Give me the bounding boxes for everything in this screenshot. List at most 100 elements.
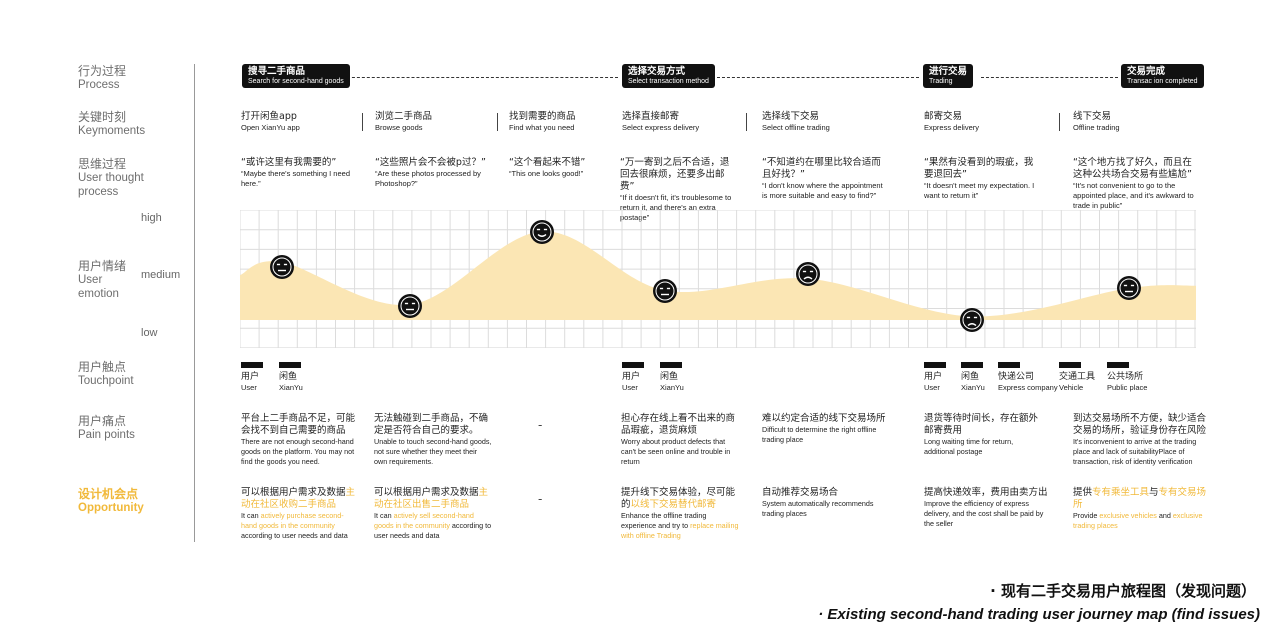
pain-zh: 难以约定合适的线下交易场所 xyxy=(762,413,886,424)
touchpoint-en: XianYu xyxy=(279,383,303,392)
row-label-en: process xyxy=(78,186,119,198)
touchpoint-bar xyxy=(1107,362,1129,368)
face-circle xyxy=(960,308,984,332)
face-mouth xyxy=(967,323,977,327)
thought-en: “I don't know where the appointment is m… xyxy=(762,181,883,200)
pain-point: 无法触碰到二手商品，不确定是否符合自己的要求。Unable to touch s… xyxy=(374,413,492,467)
touchpoint-en: Public place xyxy=(1107,383,1148,392)
opp-text: Enhance the offline trading experience a… xyxy=(621,511,707,530)
touchpoint-en: Express company xyxy=(998,383,1058,392)
thought-en: “It's not convenient to go to the appoin… xyxy=(1073,181,1194,210)
caption-zh: · 现有二手交易用户旅程图（发现问题） xyxy=(990,582,1256,600)
stage-connector xyxy=(981,77,1118,78)
user-thought: “万一寄到之后不合适，退回去很麻烦，还要多出邮费”“If it doesn't … xyxy=(620,157,738,223)
chart-grid xyxy=(240,210,1196,348)
keymoment-en: Select offline trading xyxy=(762,123,830,132)
face-ring xyxy=(962,310,982,330)
emotion-face-icon xyxy=(398,294,422,318)
column-separator xyxy=(1059,113,1060,131)
user-thought: “不知道约在哪里比较合适而且好找？”“I don't know where th… xyxy=(762,157,886,201)
touchpoint-en: User xyxy=(241,383,257,392)
touchpoint-bar xyxy=(279,362,301,368)
thought-zh: “不知道约在哪里比较合适而且好找？” xyxy=(762,157,881,180)
emotion-level-low: low xyxy=(141,327,158,339)
pain-zh: 无法触碰到二手商品，不确定是否符合自己的要求。 xyxy=(374,413,489,436)
face-circle xyxy=(398,294,422,318)
opp-text: and xyxy=(1156,511,1173,520)
keymoment-en: Offline trading xyxy=(1073,123,1120,132)
emotion-level-medium: medium xyxy=(141,269,181,281)
opp-highlight: 主动在社区出售二手商品 xyxy=(374,487,489,510)
opp-text: 自动推荐交易场合 xyxy=(762,487,839,498)
opp-text: 提供 xyxy=(1073,487,1093,498)
stage-title-zh: 搜寻二手商品 xyxy=(248,66,306,77)
opportunity: 可以根据用户需求及数据主动在社区收购二手商品 It can actively p… xyxy=(241,487,359,541)
keymoment-en: Open XianYu app xyxy=(241,123,300,132)
touchpoint-zh: 用户 xyxy=(241,372,260,382)
stage-title-en: Transac ion completed xyxy=(1127,78,1198,85)
touchpoint-bar xyxy=(241,362,263,368)
touchpoint-zh: 交通工具 xyxy=(1059,372,1096,382)
user-thought: “果然有没看到的瑕疵，我要退回去”“It doesn't meet my exp… xyxy=(924,157,1042,201)
opp-text: 提升线下交易体验，尽可能的 xyxy=(621,487,736,510)
thought-en: “It doesn't meet my expectation. I want … xyxy=(924,181,1035,200)
opp-highlight: actively sell second-hand goods in the c… xyxy=(374,511,474,530)
stage-badge: 搜寻二手商品 Search for second-hand goods xyxy=(242,64,350,88)
row-label-zh: 用户情绪 xyxy=(78,259,127,273)
thought-zh: “果然有没看到的瑕疵，我要退回去” xyxy=(924,157,1034,180)
pain-en: Long waiting time for return, additional… xyxy=(924,437,1014,456)
row-label-touchpoint: 用户触点 Touchpoint xyxy=(78,360,188,388)
opp-highlight: exclusive trading places xyxy=(1073,511,1203,530)
pain-en: Unable to touch second-hand goods, not s… xyxy=(374,437,492,466)
thought-zh: “这个地方找了好久，而且在这种公共场合交易有些尴尬” xyxy=(1073,157,1192,180)
keymoment-zh: 邮寄交易 xyxy=(924,111,963,122)
row-label-en: Opportunity xyxy=(78,502,144,514)
caption-en: · Existing second-hand trading user jour… xyxy=(818,606,1260,623)
touchpoint-en: XianYu xyxy=(961,383,985,392)
emotion-area xyxy=(240,231,1196,320)
face-ring xyxy=(798,264,818,284)
thought-en: “Are these photos processed by Photoshop… xyxy=(375,169,481,188)
pain-en: There are not enough second-hand goods o… xyxy=(241,437,355,466)
user-thought: “这个地方找了好久，而且在这种公共场合交易有些尴尬”“It's not conv… xyxy=(1073,157,1197,211)
emotion-face-icon xyxy=(1117,276,1141,300)
face-ring xyxy=(655,281,675,301)
row-label-process: 行为过程 Process xyxy=(78,64,188,92)
thought-en: “This one looks good!” xyxy=(509,169,584,178)
face-ring xyxy=(1119,278,1139,298)
keymoment-en: Find what you need xyxy=(509,123,575,132)
keymoment-zh: 浏览二手商品 xyxy=(375,111,433,122)
emotion-face-icon xyxy=(960,308,984,332)
user-thought: “这些照片会不会被p过？”“Are these photos processed… xyxy=(375,157,493,189)
keymoment-en: Express delivery xyxy=(924,123,980,132)
opp-text: according to user needs and data xyxy=(241,531,348,540)
row-label-en: Pain points xyxy=(78,429,135,441)
touchpoint-zh: 用户 xyxy=(924,372,943,382)
keymoment-zh: 线下交易 xyxy=(1073,111,1112,122)
row-label-pain: 用户痛点 Pain points xyxy=(78,414,188,442)
opp-text: 提高快递效率，费用由卖方出 xyxy=(924,487,1048,498)
keymoment-en: Select express delivery xyxy=(622,123,700,132)
opp-highlight: exclusive vehicles xyxy=(1099,511,1157,520)
opp-highlight: 专有乘坐工具 xyxy=(1092,487,1150,498)
opp-text: 可以根据用户需求及数据 xyxy=(374,487,479,498)
keymoment-zh: 打开闲鱼app xyxy=(241,111,297,122)
keymoment-zh: 找到需要的商品 xyxy=(509,111,576,122)
thought-zh: “这些照片会不会被p过？” xyxy=(375,157,486,168)
pain-zh: 平台上二手商品不足，可能会找不到自己需要的商品 xyxy=(241,413,356,436)
keymoment-en: Browse goods xyxy=(375,123,423,132)
